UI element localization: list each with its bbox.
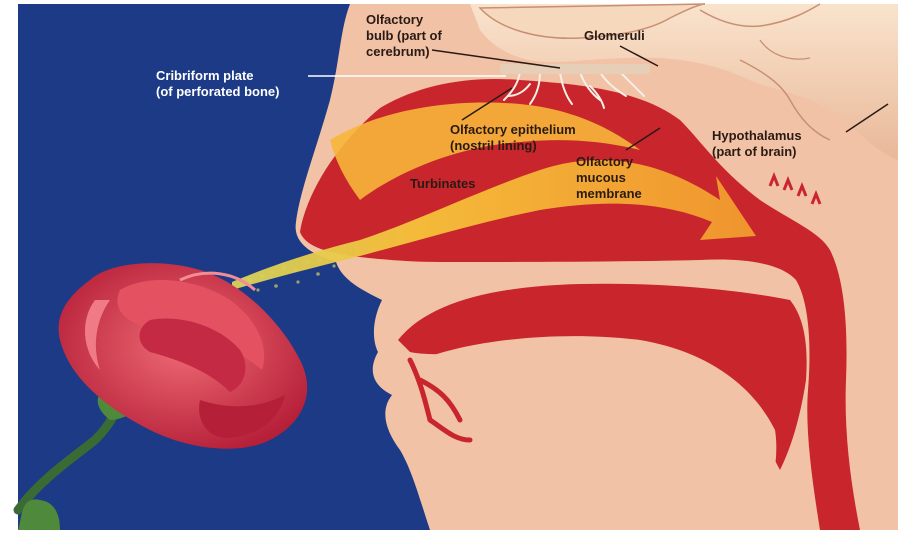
cribriform-label-2: (of perforated bone) <box>156 84 280 99</box>
cribriform-label-1: Cribriform plate <box>156 68 254 83</box>
hypothalamus-label-2: (part of brain) <box>712 144 797 159</box>
cribriform-plate <box>500 64 650 74</box>
epithelium-label-1: Olfactory epithelium <box>450 122 576 137</box>
olfactory-bulb-label-1: Olfactory <box>366 12 424 27</box>
glomeruli-label: Glomeruli <box>584 28 645 43</box>
epithelium-label-2: (nostril lining) <box>450 138 537 153</box>
olfactory-bulb-label-2: bulb (part of <box>366 28 442 43</box>
mucous-label-2: mucous <box>576 170 626 185</box>
hypothalamus-label-1: Hypothalamus <box>712 128 802 143</box>
mucous-label-3: membrane <box>576 186 642 201</box>
olfactory-bulb-label-3: cerebrum) <box>366 44 430 59</box>
turbinates-label: Turbinates <box>410 176 476 191</box>
mucous-label-1: Olfactory <box>576 154 634 169</box>
